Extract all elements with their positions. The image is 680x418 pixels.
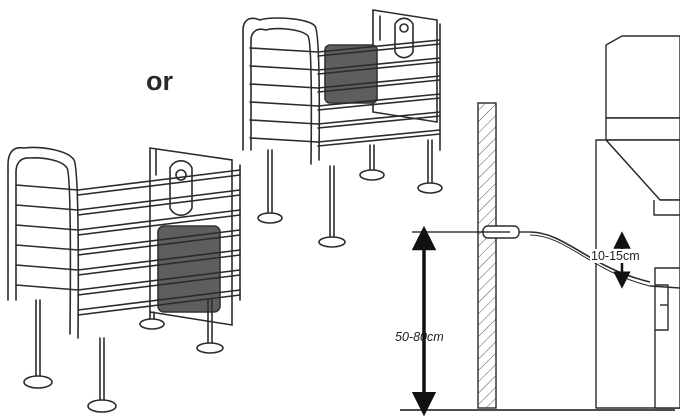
gate-lower bbox=[7, 146, 241, 413]
feeder bbox=[595, 35, 680, 409]
offset-label: 10-15cm bbox=[590, 249, 641, 263]
gate-upper bbox=[242, 9, 443, 248]
or-label: or bbox=[146, 66, 173, 96]
mount-height-label: 50-80cm bbox=[395, 330, 444, 344]
wall bbox=[477, 102, 497, 409]
antenna-cable bbox=[482, 225, 680, 289]
